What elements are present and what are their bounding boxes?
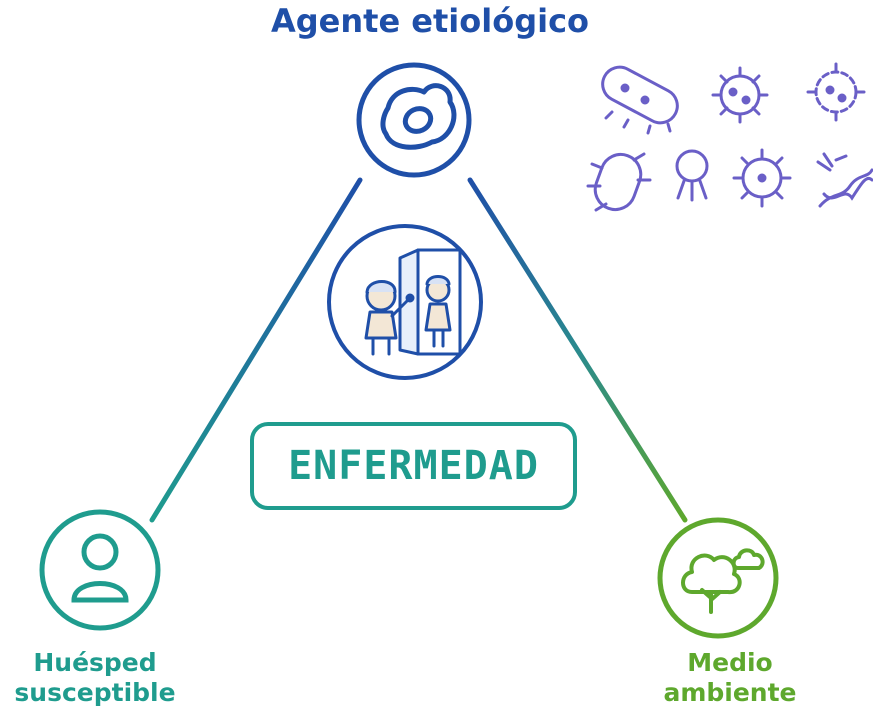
egg-cell-icon xyxy=(380,83,457,150)
environment-title-line2: ambiente xyxy=(663,678,797,707)
microbes-cluster xyxy=(586,62,873,212)
virus-cluster-icon xyxy=(806,62,866,122)
center-node xyxy=(327,224,483,380)
environment-title: Medio ambiente xyxy=(650,648,810,708)
environment-title-line1: Medio xyxy=(687,648,773,677)
edge-agent-host xyxy=(149,177,363,523)
virus-icon xyxy=(711,66,769,124)
disease-box: ENFERMEDAD xyxy=(250,422,577,510)
children-door-icon xyxy=(364,248,462,356)
host-title-line1: Huésped xyxy=(33,648,157,677)
dna-strand-icon xyxy=(816,152,873,208)
bacterium-flagella-icon xyxy=(586,152,652,212)
environment-node xyxy=(657,517,779,639)
agent-title: Agente etiológico xyxy=(270,2,590,40)
phage-icon xyxy=(675,149,709,202)
agent-node xyxy=(356,62,472,178)
tree-cloud-icon xyxy=(681,548,765,614)
edge-agent-environment xyxy=(467,177,688,523)
host-title: Huésped susceptible xyxy=(0,648,190,708)
bacillus-icon xyxy=(601,65,679,135)
spiky-virus-icon xyxy=(732,148,792,208)
person-icon xyxy=(71,533,129,603)
host-title-line2: susceptible xyxy=(14,678,176,707)
host-node xyxy=(39,509,161,631)
disease-label: ENFERMEDAD xyxy=(288,443,539,489)
